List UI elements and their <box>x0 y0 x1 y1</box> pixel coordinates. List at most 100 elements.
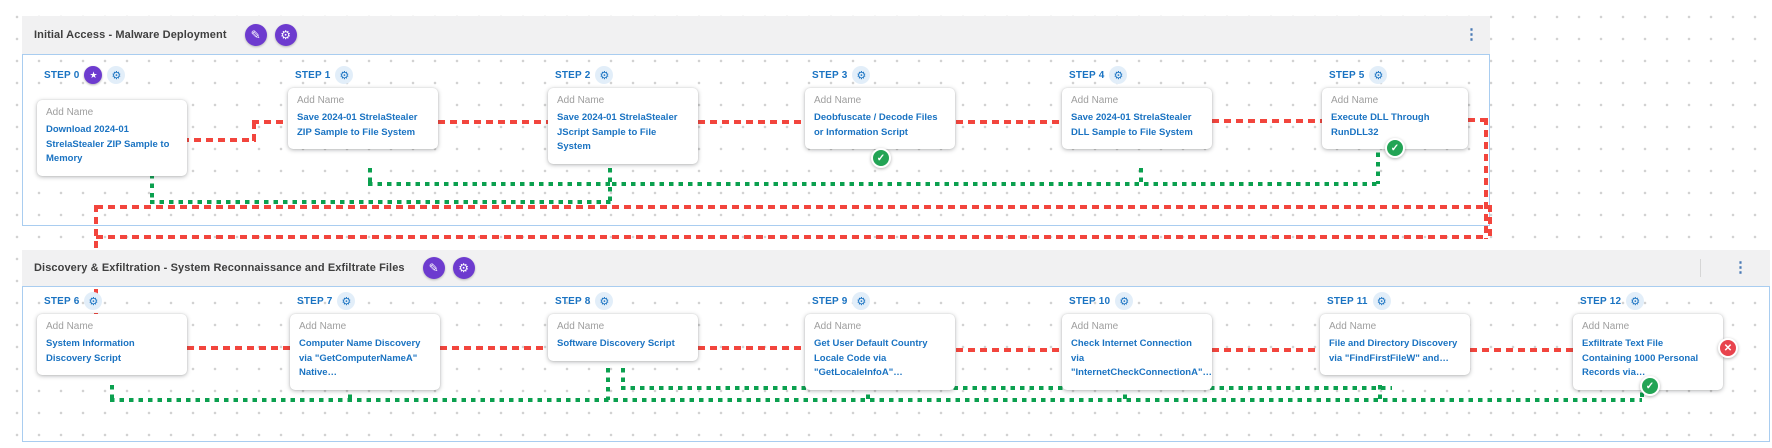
connector-red <box>440 346 548 350</box>
connector-green <box>110 398 1642 402</box>
connector-green <box>150 200 612 204</box>
step-name-input[interactable]: Add Name <box>299 321 347 332</box>
scenario-link[interactable]: Deobfuscate / Decode Files or Informatio… <box>814 112 938 138</box>
pencil-icon: ✎ <box>250 28 261 42</box>
step-name-input[interactable]: Add Name <box>1071 95 1119 106</box>
scenario-link[interactable]: System Information Discovery Script <box>46 338 135 364</box>
step-settings-button[interactable]: ⚙ <box>1626 292 1645 310</box>
step-card[interactable]: Add Name Execute DLL Through RunDLL32 <box>1322 88 1468 150</box>
step-name-input[interactable]: Add Name <box>1582 321 1630 332</box>
step-name-input[interactable]: Add Name <box>46 107 94 118</box>
gear-icon: ⚙ <box>280 28 291 42</box>
scenario-link[interactable]: Software Discovery Script <box>557 338 675 349</box>
scenario-link[interactable]: Get User Default Country Locale Code via… <box>814 338 928 379</box>
connector-green <box>1376 143 1380 184</box>
scenario-link[interactable]: Save 2024-01 StrelaStealer ZIP Sample to… <box>297 112 418 138</box>
entry-point-star-badge[interactable]: ★ <box>84 66 103 84</box>
step-card[interactable]: Add Name Save 2024-01 StrelaStealer DLL … <box>1062 88 1212 150</box>
scenario-link[interactable]: Computer Name Discovery via "GetComputer… <box>299 338 421 379</box>
step-card[interactable]: Add Name Download 2024-01 StrelaStealer … <box>37 100 187 177</box>
connector-green <box>866 385 870 400</box>
step-settings-button[interactable]: ⚙ <box>1369 66 1388 84</box>
step-name-input[interactable]: Add Name <box>46 321 94 332</box>
success-badge-step-12[interactable]: ✓ <box>1640 376 1660 396</box>
connector-green <box>606 368 610 400</box>
group-2-menu-button[interactable]: ⋮ <box>1733 259 1748 276</box>
scenario-link[interactable]: Download 2024-01 StrelaStealer ZIP Sampl… <box>46 124 170 165</box>
connector-red <box>187 346 290 350</box>
connector-red <box>170 138 256 142</box>
step-4-header: STEP 4 ⚙ <box>1062 66 1212 84</box>
step-name-input[interactable]: Add Name <box>814 95 862 106</box>
step-settings-button[interactable]: ⚙ <box>595 292 614 310</box>
connector-green <box>368 182 612 186</box>
connector-red <box>1470 348 1573 352</box>
step-name-input[interactable]: Add Name <box>557 95 605 106</box>
gear-icon: ⚙ <box>458 261 470 275</box>
connector-red <box>1212 119 1322 123</box>
step-12-header: STEP 12 ⚙ <box>1573 292 1723 310</box>
scenario-link[interactable]: File and Directory Discovery via "FindFi… <box>1329 338 1458 364</box>
step-card[interactable]: Add Name File and Directory Discovery vi… <box>1320 314 1470 376</box>
step-name-input[interactable]: Add Name <box>1329 321 1377 332</box>
error-badge-step-12[interactable]: ✕ <box>1718 338 1738 358</box>
step-settings-button[interactable]: ⚙ <box>1372 292 1391 310</box>
step-settings-button[interactable]: ⚙ <box>595 66 614 84</box>
success-badge-step-5[interactable]: ✓ <box>1385 138 1405 158</box>
step-settings-button[interactable]: ⚙ <box>337 292 356 310</box>
step-card[interactable]: Add Name Computer Name Discovery via "Ge… <box>290 314 440 391</box>
step-8: STEP 8 ⚙ Add Name Software Discovery Scr… <box>548 292 698 361</box>
step-name-input[interactable]: Add Name <box>557 321 605 332</box>
group-settings-button[interactable]: ⚙ <box>452 257 475 279</box>
scenario-link[interactable]: Save 2024-01 StrelaStealer DLL Sample to… <box>1071 112 1193 138</box>
group-settings-button[interactable]: ⚙ <box>274 24 297 46</box>
connector-green <box>368 168 372 186</box>
step-name-input[interactable]: Add Name <box>297 95 345 106</box>
star-icon: ★ <box>89 69 98 80</box>
step-settings-button[interactable]: ⚙ <box>852 292 871 310</box>
step-settings-button[interactable]: ⚙ <box>852 66 871 84</box>
group-1-menu-button[interactable]: ⋮ <box>1464 26 1479 43</box>
step-label: STEP 12 <box>1580 295 1622 307</box>
gear-icon: ⚙ <box>88 295 99 308</box>
connector-green <box>608 168 612 204</box>
step-8-header: STEP 8 ⚙ <box>548 292 698 310</box>
group-1-header[interactable]: Initial Access - Malware Deployment ✎ ⚙ <box>22 16 1490 54</box>
success-badge-step-3[interactable]: ✓ <box>871 148 891 168</box>
step-label: STEP 8 <box>555 295 591 307</box>
check-icon: ✓ <box>1645 380 1655 392</box>
gear-icon: ⚙ <box>599 69 610 82</box>
step-settings-button[interactable]: ⚙ <box>335 66 354 84</box>
scenario-link[interactable]: Check Internet Connection via "InternetC… <box>1071 338 1212 379</box>
scenario-link[interactable]: Execute DLL Through RunDLL32 <box>1331 112 1430 138</box>
step-card[interactable]: Add Name System Information Discovery Sc… <box>37 314 187 376</box>
group-2-header[interactable]: Discovery & Exfiltration - System Reconn… <box>22 250 1770 286</box>
step-label: STEP 6 <box>44 295 80 307</box>
step-card[interactable]: Add Name Get User Default Country Locale… <box>805 314 955 391</box>
step-card[interactable]: Add Name Deobfuscate / Decode Files or I… <box>805 88 955 150</box>
group-2-actions: ✎ ⚙ <box>422 257 475 279</box>
step-card[interactable]: Add Name Save 2024-01 StrelaStealer JScr… <box>548 88 698 165</box>
step-card[interactable]: Add Name Check Internet Connection via "… <box>1062 314 1212 391</box>
gear-icon: ⚙ <box>599 295 610 308</box>
close-icon: ✕ <box>1723 342 1733 354</box>
scenario-link[interactable]: Exfiltrate Text File Containing 1000 Per… <box>1582 338 1699 379</box>
step-settings-button[interactable]: ⚙ <box>84 292 103 310</box>
step-settings-button[interactable]: ⚙ <box>107 66 126 84</box>
step-10: STEP 10 ⚙ Add Name Check Internet Connec… <box>1062 292 1212 391</box>
group-edit-button[interactable]: ✎ <box>422 257 445 279</box>
scenario-link[interactable]: Save 2024-01 StrelaStealer JScript Sampl… <box>557 112 678 153</box>
step-settings-button[interactable]: ⚙ <box>1115 292 1134 310</box>
connector-red <box>96 235 1488 239</box>
step-name-input[interactable]: Add Name <box>814 321 862 332</box>
step-0-header: STEP 0 ★ ⚙ <box>37 66 187 84</box>
step-card[interactable]: Add Name Save 2024-01 StrelaStealer ZIP … <box>288 88 438 150</box>
step-name-input[interactable]: Add Name <box>1331 95 1379 106</box>
step-5-header: STEP 5 ⚙ <box>1322 66 1468 84</box>
group-edit-button[interactable]: ✎ <box>244 24 267 46</box>
step-name-input[interactable]: Add Name <box>1071 321 1119 332</box>
connector-green <box>621 386 1392 390</box>
step-card[interactable]: Add Name Software Discovery Script <box>548 314 698 361</box>
step-settings-button[interactable]: ⚙ <box>1109 66 1128 84</box>
step-11: STEP 11 ⚙ Add Name File and Directory Di… <box>1320 292 1470 376</box>
